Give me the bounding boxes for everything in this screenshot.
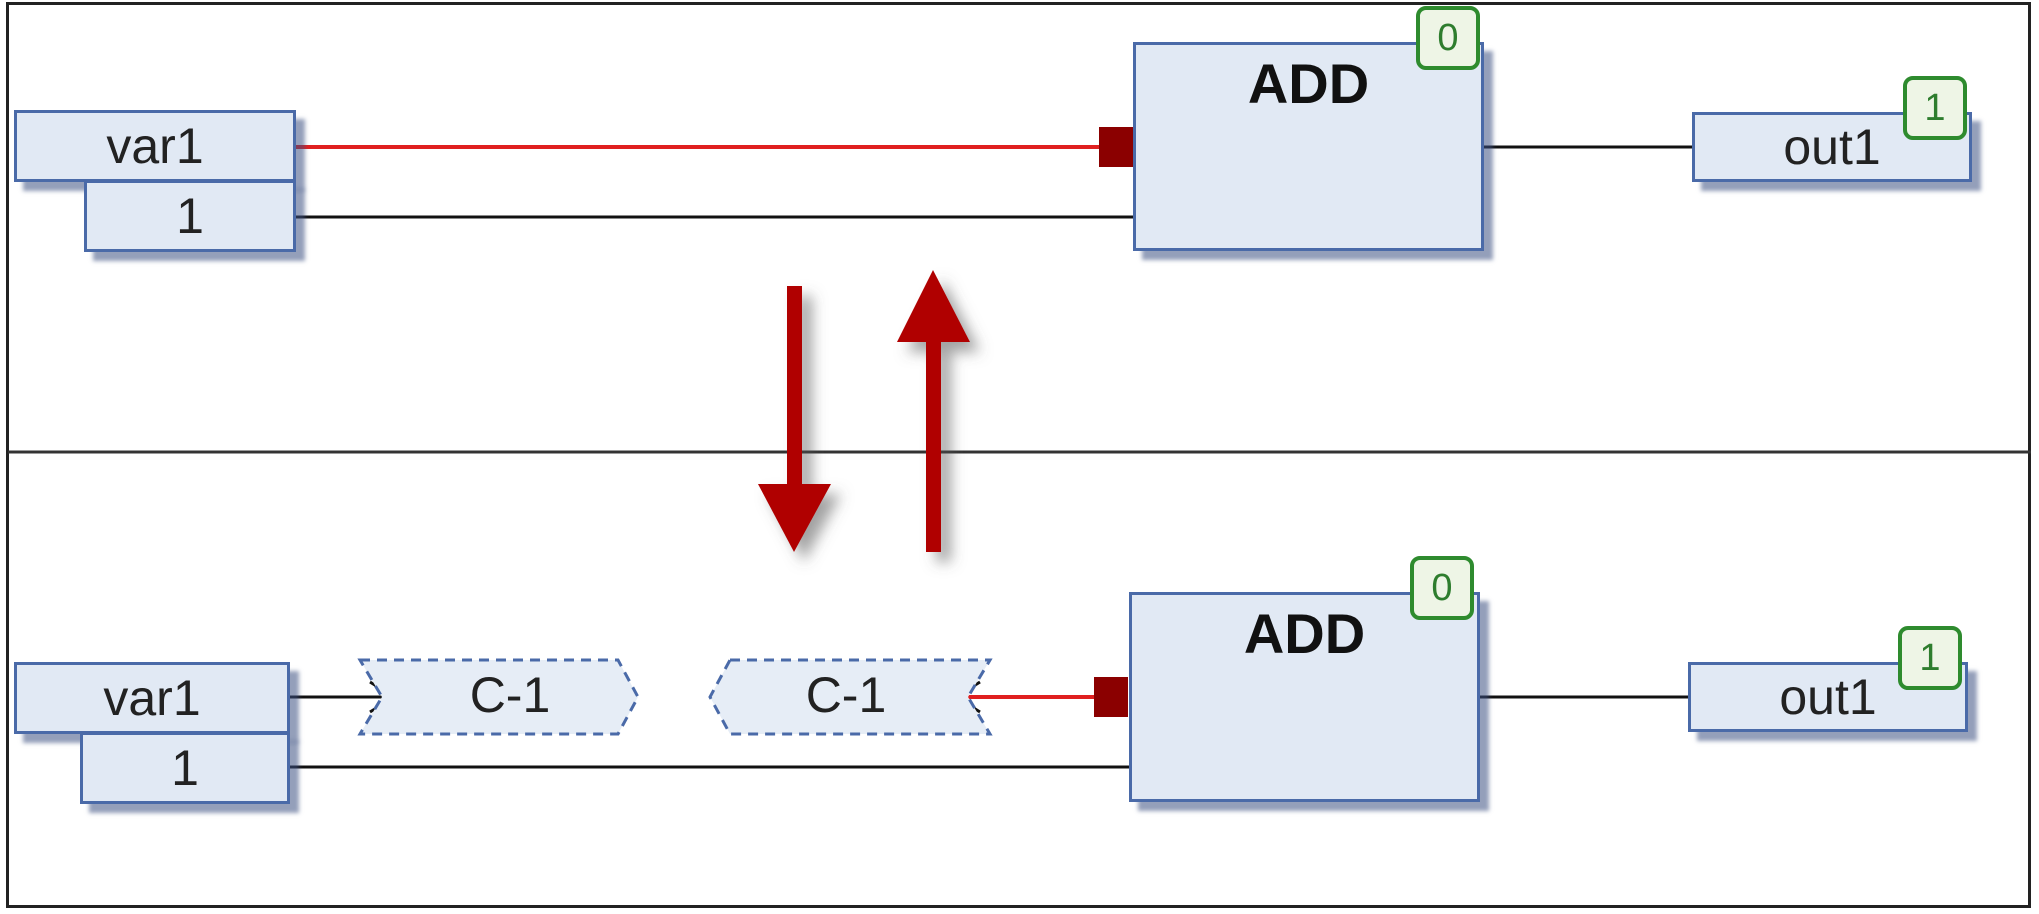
connector-c1-out-shape[interactable] <box>357 658 640 736</box>
add-block-top[interactable]: ADD <box>1133 42 1484 251</box>
input-const-bottom[interactable]: 1 <box>80 732 290 804</box>
execution-order-badge-out-bottom: 1 <box>1898 626 1962 690</box>
add-block-top-title: ADD <box>1247 52 1370 115</box>
input-const-top-label: 1 <box>176 188 204 244</box>
input-var1-top[interactable]: var1 <box>14 110 296 182</box>
input-var1-bottom-label: var1 <box>103 670 201 726</box>
execution-order-badge-add-top: 0 <box>1416 6 1480 70</box>
output-out1-bottom-label: out1 <box>1779 669 1877 725</box>
connector-c1-in-shape[interactable] <box>708 658 993 736</box>
output-out1-top-label: out1 <box>1783 119 1881 175</box>
input-pin-bottom <box>1094 677 1128 717</box>
output-out1-top[interactable]: out1 <box>1692 112 1972 182</box>
arrow-down-icon <box>758 286 831 552</box>
add-block-bottom-title: ADD <box>1243 602 1366 665</box>
input-var1-top-label: var1 <box>106 118 204 174</box>
add-block-bottom[interactable]: ADD <box>1129 592 1480 802</box>
input-const-top[interactable]: 1 <box>84 180 296 252</box>
arrow-up-icon <box>897 270 970 552</box>
execution-order-badge-out-top: 1 <box>1903 76 1967 140</box>
connector-c1-out-label: C-1 <box>469 667 551 723</box>
input-var1-bottom[interactable]: var1 <box>14 662 290 734</box>
input-const-bottom-label: 1 <box>171 740 199 796</box>
connector-c1-in-label: C-1 <box>805 667 887 723</box>
execution-order-badge-add-bottom: 0 <box>1410 556 1474 620</box>
input-pin-top <box>1099 127 1133 167</box>
